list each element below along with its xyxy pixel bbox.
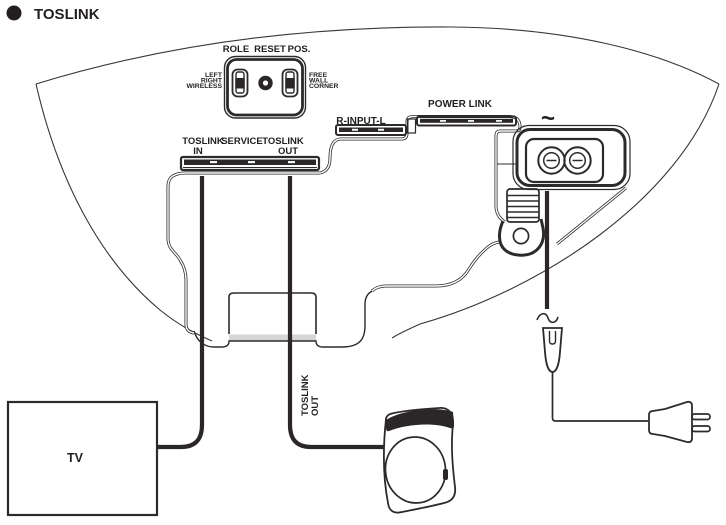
power-link-label: POWER LINK: [428, 99, 493, 110]
c7-appliance-plug: [542, 327, 563, 373]
pos-slider-switch: [281, 68, 299, 98]
toslink-in-cable: [158, 176, 205, 450]
cable-break-squiggle-icon: [536, 312, 559, 324]
clamp-bracket: [498, 218, 546, 257]
ac-tilde-symbol: ~: [541, 105, 555, 132]
reset-label: RESET: [254, 44, 286, 55]
power-cord-clamp: [498, 188, 550, 309]
cable-tunnel: [228, 292, 317, 334]
toslink-in-label-line2: IN: [193, 146, 203, 157]
cable-label-line2: OUT: [310, 396, 321, 416]
mains-cord: [536, 312, 711, 444]
speaker-connector-nub: [443, 469, 448, 480]
speaker-top-band: [386, 409, 454, 432]
pos-corner-option: CORNER: [309, 83, 339, 90]
connector-recess-outlines: [166, 115, 627, 335]
cable-label-line1: TOSLINK: [300, 374, 311, 416]
pos-wall-option: WALL: [309, 78, 328, 85]
bullet-icon: [6, 5, 22, 21]
pos-free-option: FREE: [309, 72, 328, 79]
role-right-option: RIGHT: [201, 78, 223, 85]
power-socket: [524, 137, 605, 184]
role-wireless-option: WIRELESS: [187, 83, 223, 90]
toslink-out-cable: [287, 176, 384, 450]
r-input-l-connector-strip: [335, 118, 417, 136]
wall-plug: [648, 400, 711, 444]
cabinet-bottom-profile: [193, 290, 373, 348]
step-tab: [406, 118, 417, 134]
role-slider-switch: [231, 68, 249, 98]
toslink-connector-strip: [179, 155, 321, 172]
switch-panel: [223, 55, 307, 119]
r-input-l-label: R-INPUT-L: [336, 116, 385, 127]
reset-button: [258, 75, 273, 91]
port-labels: ROLE RESET POS. LEFT RIGHT WIRELESS FREE…: [182, 44, 555, 416]
service-label: SERVICE: [221, 136, 263, 147]
tv-label: TV: [67, 451, 84, 465]
power-cord-lower: [551, 372, 648, 422]
companion-speaker: [383, 407, 457, 514]
toslink-out-label-line2: OUT: [278, 146, 298, 157]
tv-box: TV: [6, 400, 159, 517]
pos-label: POS.: [288, 44, 311, 55]
clamp-screw-hole: [512, 227, 530, 245]
role-label: ROLE: [223, 44, 249, 55]
cable-tunnel-shadow: [229, 334, 316, 341]
mains-power-inlet: [512, 124, 631, 191]
toslink-in-label-line1: TOSLINK: [182, 136, 224, 147]
toslink-out-label-line1: TOSLINK: [262, 136, 304, 147]
speaker-face: [384, 436, 447, 504]
page-title: TOSLINK: [34, 6, 100, 23]
power-link-connector-strip: [416, 115, 517, 127]
role-left-option: LEFT: [205, 72, 223, 79]
